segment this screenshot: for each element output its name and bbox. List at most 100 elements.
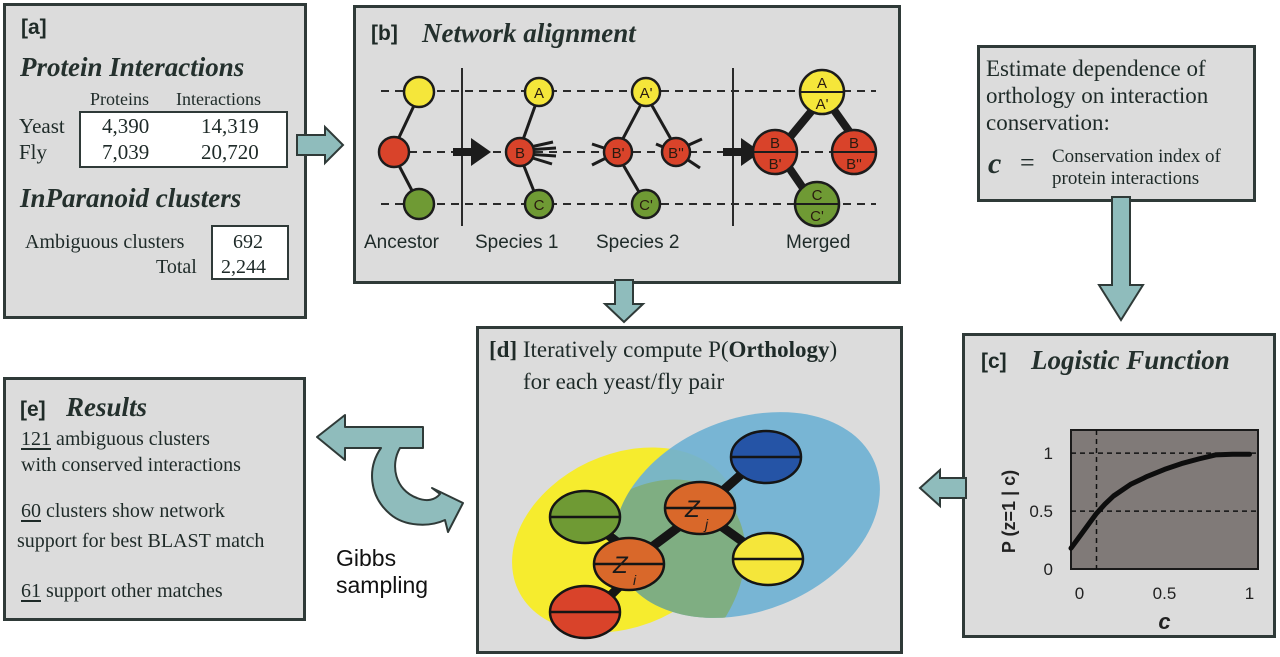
estimate-line-2: orthology on interaction [986, 83, 1209, 108]
arrow-species-to-merged [723, 138, 761, 166]
node-zj [663, 480, 737, 536]
node-blue [729, 429, 803, 485]
result-item-1-line-1: 121 ambiguous clusters [21, 428, 210, 451]
y-tick-label: 1 [1044, 444, 1053, 463]
label-merged: Merged [786, 232, 851, 253]
species2-node-a-prime [630, 76, 662, 108]
estimate-dependence-box: Estimate dependence of orthology on inte… [977, 45, 1256, 202]
logistic-chart: 0 0.5 1 0 0.5 1 c P (z=1 | c) [999, 429, 1259, 634]
panel-b-network-alignment: [b] Network alignment [353, 5, 901, 284]
row-label-fly: Fly [19, 140, 48, 164]
species1-node-a [523, 76, 555, 108]
arrow-ancestor-to-species [453, 138, 491, 166]
result-item-3-line-1: 61 support other matches [21, 580, 223, 603]
clusters-box [211, 225, 289, 280]
node-green [548, 489, 622, 545]
title-orthology: Orthology [728, 337, 830, 362]
yeast-interactions: 14,319 [201, 114, 259, 138]
arrow-left-c-to-d [918, 467, 967, 509]
label-b-double-prime: B'' [668, 145, 684, 162]
x-axis-label: c [1158, 609, 1170, 634]
panel-a-title: Protein Interactions [20, 52, 245, 82]
merged-b1-bottom: B' [769, 156, 782, 173]
row-label-yeast: Yeast [19, 114, 65, 138]
label-a-prime: A' [640, 85, 653, 102]
c-variable: c [988, 147, 1002, 180]
panel-c-tag: [c] [981, 350, 1007, 373]
panel-e-title: Results [66, 392, 148, 422]
result-item-2-line-1: 60 clusters show network [21, 500, 225, 523]
species2-node-b-prime [602, 136, 634, 168]
merged-b2-bottom: B'' [846, 156, 862, 173]
gibbs-sampling-arrow [316, 414, 464, 533]
label-b: B [515, 145, 525, 162]
label-c: C [534, 197, 545, 214]
title-pre: Iteratively compute P( [522, 337, 729, 362]
plot-area [1070, 429, 1259, 570]
equals-sign: = [1020, 148, 1035, 177]
result-item-1-line-2: with conserved interactions [21, 454, 241, 476]
species1-node-c [523, 188, 555, 220]
result-text: ambiguous clusters [51, 428, 210, 450]
logistic-curve [1068, 451, 1252, 551]
label-a: A [534, 85, 544, 102]
result-count-61: 61 [21, 580, 41, 602]
node-red [548, 584, 622, 640]
species2-node-b-double-prime [660, 136, 692, 168]
fly-interactions: 20,720 [201, 140, 259, 164]
merged-node-b-prime [751, 128, 799, 176]
panel-e-tag: [e] [20, 398, 46, 421]
panel-d-title-line-2: for each yeast/fly pair [523, 369, 725, 394]
merged-node-b-double-prime [830, 128, 878, 176]
yeast-proteins: 4,390 [102, 114, 150, 138]
label-b-prime: B' [612, 145, 625, 162]
merged-c-top: C [812, 187, 823, 204]
result-count-60: 60 [21, 500, 41, 522]
result-item-2-line-2: support for best BLAST match [17, 530, 265, 552]
x-tick-label: 0 [1075, 584, 1084, 603]
zj-label-j: j [703, 516, 709, 532]
estimate-line-1: Estimate dependence of [986, 56, 1206, 81]
result-count-121: 121 [21, 428, 51, 450]
merged-c-bottom: C' [810, 208, 824, 225]
ambiguous-clusters-value: 692 [233, 231, 263, 253]
panel-e-results: [e] Results 121 ambiguous clusters with … [3, 377, 306, 621]
panel-c-logistic-function: [c] Logistic Function 0 0.5 1 0 0.5 1 c P (z=1 … [962, 333, 1276, 638]
definition-line-1: Conservation index of [1052, 146, 1221, 167]
node-zi [592, 536, 666, 592]
y-tick-label: 0 [1044, 560, 1053, 579]
y-tick-label: 0.5 [1029, 502, 1053, 521]
x-tick-label: 0.5 [1153, 584, 1177, 603]
gibbs-label-line-1: Gibbs [336, 545, 397, 571]
zi-label-i: i [633, 572, 637, 588]
gibbs-label-line-2: sampling [336, 572, 429, 598]
merged-a-bottom: A' [816, 96, 829, 113]
panel-b-tag: [b] [371, 22, 398, 45]
interactions-table-box [79, 111, 288, 168]
title-post: ) [829, 337, 838, 362]
zi-label-z: Z [612, 552, 629, 579]
panel-a-subtitle: InParanoid clusters [20, 183, 242, 213]
ancestor-node-green [402, 187, 436, 221]
panel-c-title: Logistic Function [1031, 345, 1230, 375]
orthology-network-diagram: Z i Z j [512, 412, 880, 640]
col-header-interactions: Interactions [176, 89, 261, 109]
fly-proteins: 7,039 [102, 140, 150, 164]
node-yellow [731, 531, 805, 587]
merged-node-c [793, 180, 841, 228]
ancestor-node-yellow [402, 75, 436, 109]
x-tick-label: 1 [1245, 584, 1254, 603]
total-label: Total [156, 256, 197, 278]
result-text: support other matches [41, 580, 223, 602]
merged-b1-top: B [770, 135, 780, 152]
species1-node-b [504, 136, 536, 168]
result-text: clusters show network [41, 500, 225, 522]
total-value: 2,244 [221, 256, 266, 278]
y-axis-label: P (z=1 | c) [999, 470, 1019, 553]
label-species-2: Species 2 [596, 232, 680, 253]
arrow-down-to-c [1097, 196, 1145, 322]
col-header-proteins: Proteins [90, 89, 150, 109]
label-c-prime: C' [639, 197, 653, 214]
estimate-line-3: conservation: [986, 110, 1110, 135]
ambiguous-clusters-label: Ambiguous clusters [25, 231, 185, 253]
